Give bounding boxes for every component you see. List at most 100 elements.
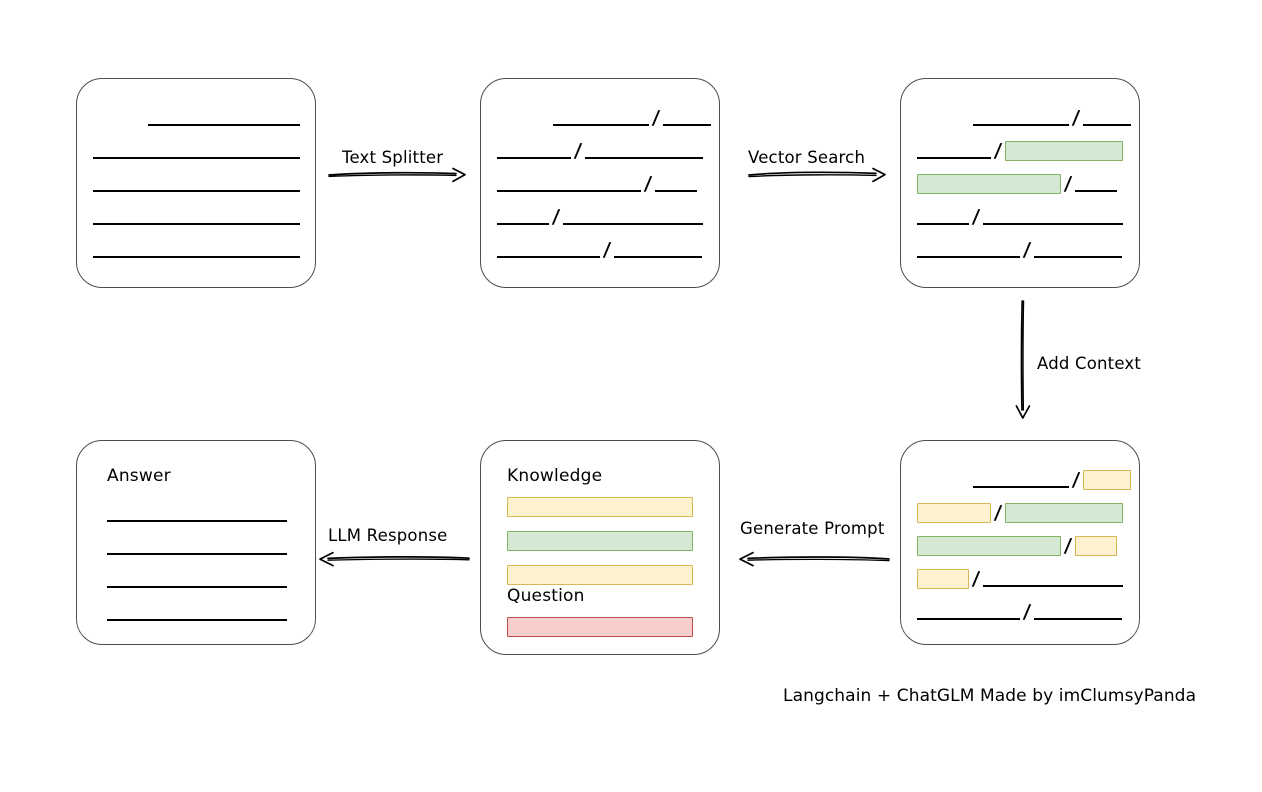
- text-line-segment: [497, 255, 600, 258]
- document-line-row: /: [917, 206, 1123, 228]
- highlight-green-segment: [917, 174, 1061, 194]
- text-line-segment: [553, 123, 649, 126]
- chunk-separator-slash: /: [1022, 239, 1032, 261]
- edge-add-context: [1008, 300, 1038, 420]
- text-line-segment: [93, 222, 300, 225]
- text-line-segment: [983, 584, 1123, 587]
- chunk-separator-slash: /: [573, 140, 583, 162]
- edge-text-splitter-label: Text Splitter: [342, 148, 444, 167]
- footer-credit: Langchain + ChatGLM Made by imClumsyPand…: [783, 686, 1197, 706]
- document-line-row: [93, 239, 300, 261]
- chunk-separator-slash: /: [993, 502, 1003, 524]
- document-line-row: /: [917, 239, 1122, 261]
- question-bar-list: [507, 617, 693, 637]
- chunk-separator-slash: /: [993, 140, 1003, 162]
- text-line-segment: [93, 189, 300, 192]
- document-line-row: [107, 536, 287, 558]
- text-line-segment: [917, 222, 969, 225]
- text-line-segment: [497, 222, 549, 225]
- text-line-segment: [973, 485, 1069, 488]
- text-line-segment: [614, 255, 702, 258]
- chunk-separator-slash: /: [651, 107, 661, 129]
- text-line-segment: [973, 123, 1069, 126]
- node-split-chunks[interactable]: / / / / /: [480, 78, 720, 288]
- document-line-row: /: [973, 107, 1131, 129]
- document-line-row: /: [553, 107, 711, 129]
- node-context-added-chunks[interactable]: / / / / /: [900, 440, 1140, 645]
- chunk-separator-slash: /: [971, 206, 981, 228]
- document-line-row: /: [917, 568, 1123, 590]
- text-line-segment: [1034, 617, 1122, 620]
- edge-llm-response-label: LLM Response: [328, 526, 448, 545]
- document-line-row: [107, 503, 287, 525]
- knowledge-label: Knowledge: [507, 466, 603, 486]
- highlight-green-segment: [1005, 141, 1123, 161]
- knowledge-bar-list: [507, 497, 693, 585]
- chunk-separator-slash: /: [1071, 469, 1081, 491]
- chunk-separator-slash: /: [602, 239, 612, 261]
- question-label: Question: [507, 586, 585, 606]
- document-line-row: [107, 602, 287, 624]
- chunk-separator-slash: /: [1071, 107, 1081, 129]
- edge-vector-search: [748, 160, 888, 186]
- chunk-separator-slash: /: [1022, 601, 1032, 623]
- document-line-row: [93, 173, 300, 195]
- text-line-segment: [917, 255, 1020, 258]
- text-line-segment: [1083, 123, 1131, 126]
- text-line-segment: [655, 189, 697, 192]
- text-line-segment: [107, 519, 287, 522]
- text-line-segment: [93, 156, 300, 159]
- text-line-segment: [107, 585, 287, 588]
- document-line-row: /: [917, 502, 1123, 524]
- text-line-segment: [107, 618, 287, 621]
- text-line-segment: [983, 222, 1123, 225]
- document-line-row: /: [917, 140, 1123, 162]
- document-line-row: /: [973, 469, 1131, 491]
- document-line-row: [93, 206, 300, 228]
- highlight-yellow-segment: [1083, 470, 1131, 490]
- prompt-bar-yellow: [507, 497, 693, 517]
- edge-generate-prompt-label: Generate Prompt: [740, 519, 885, 538]
- node-vector-search-results[interactable]: / / / / /: [900, 78, 1140, 288]
- edge-add-context-label: Add Context: [1037, 354, 1142, 373]
- document-line-row: /: [497, 173, 697, 195]
- highlight-green-segment: [917, 536, 1061, 556]
- text-line-segment: [663, 123, 711, 126]
- document-line-row: [148, 107, 300, 129]
- text-line-segment: [148, 123, 300, 126]
- node-source-document[interactable]: [76, 78, 316, 288]
- document-line-row: /: [917, 173, 1117, 195]
- text-line-segment: [497, 156, 571, 159]
- text-line-segment: [1075, 189, 1117, 192]
- highlight-green-segment: [1005, 503, 1123, 523]
- text-line-segment: [563, 222, 703, 225]
- edge-generate-prompt: [738, 545, 890, 571]
- node-prompt[interactable]: Knowledge Question: [480, 440, 720, 655]
- text-line-segment: [93, 255, 300, 258]
- document-line-row: [107, 569, 287, 591]
- chunk-separator-slash: /: [971, 568, 981, 590]
- document-line-row: /: [497, 239, 702, 261]
- prompt-bar-yellow: [507, 565, 693, 585]
- edge-llm-response: [318, 545, 470, 571]
- edge-text-splitter: [328, 160, 468, 186]
- text-line-segment: [917, 156, 991, 159]
- document-line-row: /: [917, 601, 1122, 623]
- edge-vector-search-label: Vector Search: [748, 148, 866, 167]
- highlight-yellow-segment: [917, 503, 991, 523]
- document-line-row: /: [497, 140, 703, 162]
- chunk-separator-slash: /: [1063, 173, 1073, 195]
- highlight-yellow-segment: [917, 569, 969, 589]
- answer-label: Answer: [107, 466, 171, 486]
- highlight-yellow-segment: [1075, 536, 1117, 556]
- chunk-separator-slash: /: [643, 173, 653, 195]
- node-answer[interactable]: Answer: [76, 440, 316, 645]
- text-line-segment: [585, 156, 703, 159]
- document-line-row: [93, 140, 300, 162]
- text-line-segment: [497, 189, 641, 192]
- chunk-separator-slash: /: [1063, 535, 1073, 557]
- document-line-row: /: [497, 206, 703, 228]
- prompt-bar-red: [507, 617, 693, 637]
- prompt-bar-green: [507, 531, 693, 551]
